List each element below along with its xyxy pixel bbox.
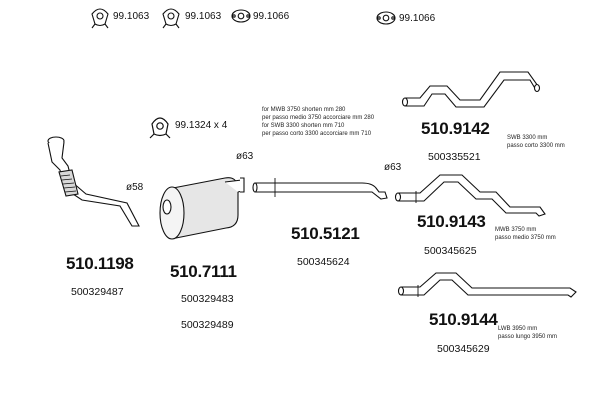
part-number: 510.7111	[170, 262, 237, 281]
gasket-code-2: 99.1063	[185, 11, 222, 22]
note-line: per passo corto 3300 accorciare mm 710	[262, 131, 372, 137]
tail-pipe-swb	[403, 72, 540, 107]
front-pipe	[48, 137, 139, 226]
note-line: LWB 3950 mm	[498, 326, 538, 332]
gasket-ring-icon	[92, 9, 108, 28]
fitting-note: LWB 3950 mm passo lungo 3950 mm	[498, 325, 557, 341]
gasket-code-1: 99.1063	[113, 11, 150, 22]
gasket-code-3: 99.1066	[253, 11, 290, 22]
fitting-note: SWB 3300 mm passo corto 3300 mm	[507, 134, 565, 150]
oem-number: 500329483	[181, 293, 234, 305]
tail-pipe-mwb	[396, 175, 546, 216]
oem-number: 500329489	[181, 319, 234, 331]
note-line: per passo medio 3750 accorciare mm 280	[262, 115, 375, 121]
note-line: MWB 3750 mm	[495, 227, 537, 233]
clamp-icon	[150, 118, 170, 138]
note-line: for MWB 3750 shorten mm 280	[262, 107, 346, 113]
oem-number: 500345629	[437, 343, 490, 355]
fitting-note: for MWB 3750 shorten mm 280 per passo me…	[262, 106, 374, 138]
clamp-code: 99.1324 x 4	[175, 120, 228, 131]
gasket-ring-icon	[163, 9, 179, 28]
silencer	[160, 178, 244, 239]
part-number: 510.9142	[421, 119, 490, 138]
middle-pipe	[253, 178, 387, 199]
part-number: 510.5121	[291, 224, 360, 243]
note-line: for SWB 3300 shorten mm 710	[262, 123, 345, 129]
part-number: 510.1198	[66, 254, 134, 273]
oem-number: 500345624	[297, 256, 350, 268]
diameter-rear: ø63	[384, 162, 402, 173]
part-number: 510.9144	[429, 310, 498, 329]
tail-pipe-lwb	[399, 273, 577, 297]
diameter-middle: ø63	[236, 151, 254, 162]
note-line: passo lungo 3950 mm	[498, 334, 558, 340]
note-line: passo medio 3750 mm	[495, 235, 556, 241]
oem-number: 500345625	[424, 245, 477, 257]
fitting-note: MWB 3750 mm passo medio 3750 mm	[495, 226, 556, 242]
part-number: 510.9143	[417, 212, 486, 231]
diameter-front: ø58	[126, 182, 144, 193]
gasket-oval-icon	[377, 12, 395, 24]
note-line: SWB 3300 mm	[507, 135, 548, 141]
gasket-oval-icon	[232, 10, 250, 22]
note-line: passo corto 3300 mm	[507, 143, 565, 149]
gasket-code-4: 99.1066	[399, 13, 436, 24]
oem-number: 500329487	[71, 286, 124, 298]
oem-number: 500335521	[428, 151, 481, 163]
